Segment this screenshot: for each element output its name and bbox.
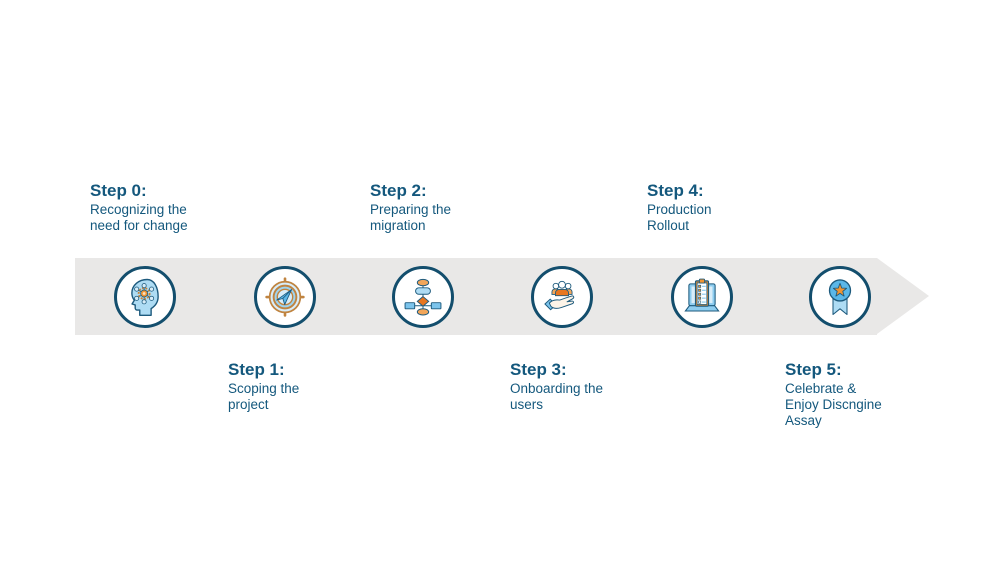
- step-5-subtitle: Celebrate & Enjoy Discngine Assay: [785, 381, 882, 428]
- step-0-node: [114, 266, 176, 328]
- step-1-node: [254, 266, 316, 328]
- hand-people-icon: [544, 280, 575, 311]
- step-2-subtitle: Preparing the migration: [370, 202, 452, 233]
- step-5-title: Step 5:: [785, 360, 842, 379]
- timeline-arrow-head: [877, 258, 929, 334]
- step-3-subtitle: Onboarding the users: [510, 381, 604, 412]
- step-1-title: Step 1:: [228, 360, 285, 379]
- step-0-subtitle: Recognizing the need for change: [90, 202, 188, 233]
- flowchart-icon: [404, 278, 442, 316]
- step-3-title: Step 3:: [510, 360, 567, 379]
- step-0-title: Step 0:: [90, 181, 147, 200]
- step-5-node: [809, 266, 871, 328]
- step-2-title: Step 2:: [370, 181, 427, 200]
- step-5-label: Step 5: Celebrate & Enjoy Discngine Assa…: [785, 360, 917, 429]
- step-4-subtitle: Production Rollout: [647, 202, 712, 233]
- step-1-label: Step 1: Scoping the project: [228, 360, 360, 413]
- step-2-label: Step 2: Preparing the migration: [370, 181, 502, 234]
- step-1-subtitle: Scoping the project: [228, 381, 300, 412]
- step-2-node: [392, 266, 454, 328]
- step-3-label: Step 3: Onboarding the users: [510, 360, 642, 413]
- award-ribbon-icon: [828, 279, 852, 316]
- laptop-checklist-icon: [684, 278, 720, 312]
- timeline-band: [75, 258, 877, 335]
- step-3-node: [531, 266, 593, 328]
- step-4-title: Step 4:: [647, 181, 704, 200]
- step-0-label: Step 0: Recognizing the need for change: [90, 181, 222, 234]
- step-4-node: [671, 266, 733, 328]
- head-network-icon: [131, 278, 159, 316]
- step-4-label: Step 4: Production Rollout: [647, 181, 779, 234]
- target-arrow-icon: [265, 277, 305, 317]
